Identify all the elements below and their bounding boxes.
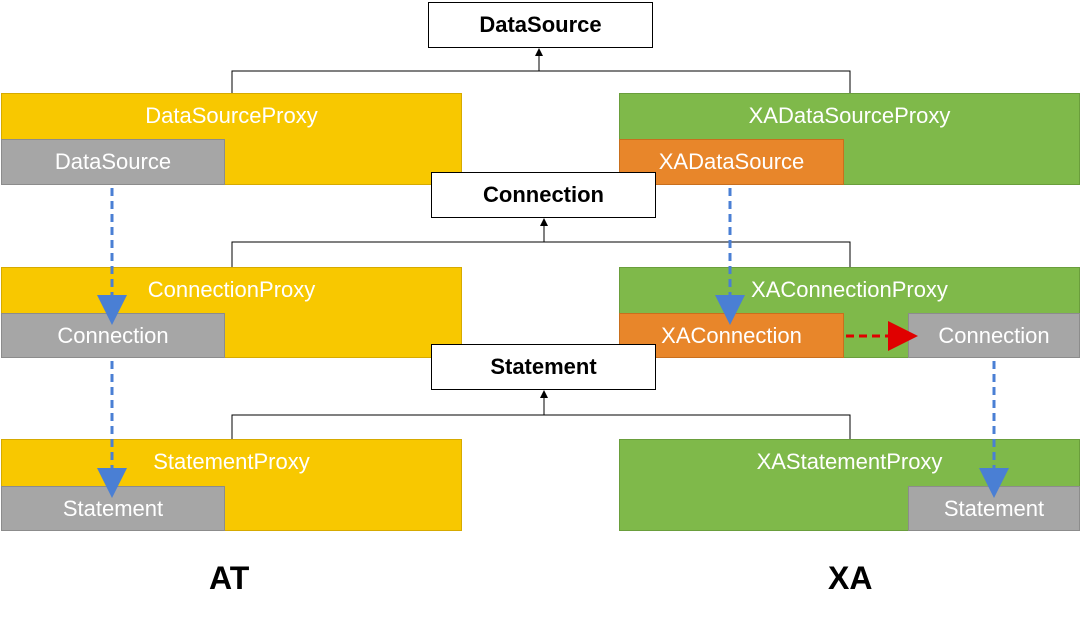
- interface-statement-label: Statement: [490, 354, 597, 379]
- xa-side-label: XA: [828, 560, 873, 596]
- xa-statement-proxy-title: XAStatementProxy: [756, 449, 943, 474]
- at-statement-proxy-title: StatementProxy: [153, 449, 310, 474]
- xa-connection-wrapped-label: Connection: [938, 322, 1050, 348]
- at-datasource-inner-label: DataSource: [54, 149, 172, 174]
- interface-connection-label: Connection: [483, 182, 604, 207]
- interface-connection: Connection: [431, 172, 656, 218]
- at-datasource-inner: DataSource: [1, 139, 225, 185]
- xa-datasource-inner-label: XADataSource: [658, 149, 805, 174]
- inherit-line-connection: [231, 241, 851, 267]
- xa-statement-inner-label: Statement: [943, 495, 1045, 521]
- xa-connection-inner-label: XAConnection: [661, 322, 802, 348]
- xa-datasource-inner: XADataSource: [619, 139, 844, 185]
- at-connection-proxy-title: ConnectionProxy: [147, 277, 316, 302]
- xa-connection-inner: XAConnection: [619, 313, 844, 358]
- at-side-label: AT: [209, 560, 250, 596]
- xa-connection-wrapped: Connection: [908, 313, 1080, 358]
- at-connection-inner-label: Connection: [57, 322, 169, 348]
- inherit-line-datasource: [231, 70, 851, 93]
- interface-statement: Statement: [431, 344, 656, 390]
- at-statement-inner-label: Statement: [62, 495, 164, 521]
- xa-connection-proxy-title: XAConnectionProxy: [751, 277, 948, 302]
- interface-datasource: DataSource: [428, 2, 653, 48]
- interface-datasource-label: DataSource: [479, 12, 602, 37]
- at-datasource-proxy-title: DataSourceProxy: [145, 103, 318, 128]
- xa-datasource-proxy-title: XADataSourceProxy: [748, 103, 951, 128]
- inherit-line-statement: [231, 414, 851, 439]
